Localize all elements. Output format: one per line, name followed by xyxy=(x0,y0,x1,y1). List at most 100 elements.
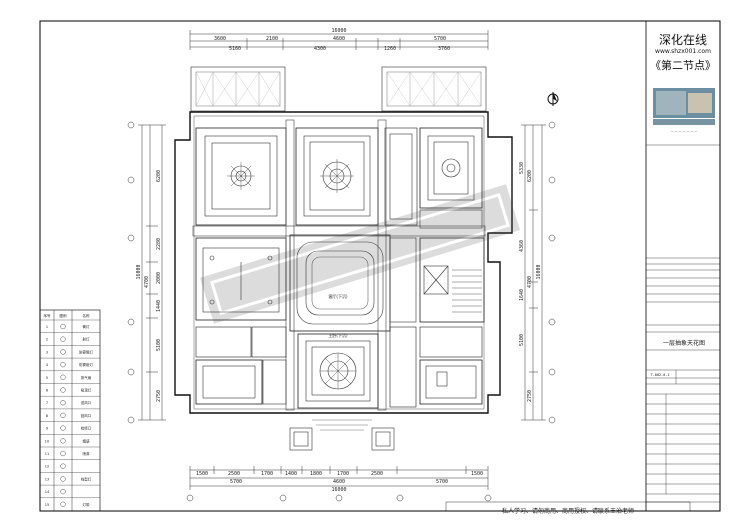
svg-text:16000: 16000 xyxy=(331,487,346,493)
svg-text:5700: 5700 xyxy=(230,479,242,485)
sheet-number: T-002-0-1 xyxy=(651,373,670,377)
svg-text:2750: 2750 xyxy=(527,390,533,402)
legend-row-name: 排气扇 xyxy=(81,375,92,380)
sheet-name: 一层抽象天花图 xyxy=(663,339,705,347)
svg-text:5100: 5100 xyxy=(519,334,525,346)
svg-text:2750: 2750 xyxy=(156,390,162,402)
svg-text:4300: 4300 xyxy=(314,46,326,52)
svg-text:1440: 1440 xyxy=(156,300,162,312)
lower-room-label: 主卧(下沉) xyxy=(328,332,348,338)
legend-row-number: 8 xyxy=(46,414,48,418)
titleblock-notes-1: — — — — — — — xyxy=(671,129,698,133)
svg-text:1400: 1400 xyxy=(285,471,297,477)
legend-symbol-icon xyxy=(60,362,66,368)
svg-text:16000: 16000 xyxy=(136,264,142,279)
legend-row-number: 5 xyxy=(46,376,48,380)
svg-text:5330: 5330 xyxy=(519,162,525,174)
svg-text:1500: 1500 xyxy=(471,471,483,477)
legend-symbol-icon xyxy=(60,387,66,393)
svg-text:1500: 1500 xyxy=(196,471,208,477)
svg-text:1640: 1640 xyxy=(519,289,525,301)
legend-symbol-icon xyxy=(60,425,66,431)
svg-text:3760: 3760 xyxy=(438,46,450,52)
legend-row-number: 14 xyxy=(45,490,50,494)
legend-row-name: 线型灯 xyxy=(81,476,92,481)
svg-text:16000: 16000 xyxy=(331,28,346,34)
brand-url: www.shzx001.com xyxy=(655,48,711,55)
legend-row-number: 4 xyxy=(46,363,49,367)
legend-row-number: 1 xyxy=(46,325,48,329)
svg-text:5700: 5700 xyxy=(434,36,446,42)
svg-text:1800: 1800 xyxy=(310,471,322,477)
legend-row-name: 射灯 xyxy=(83,337,90,342)
top-dimensions: 16000 3600 2100 4600 5700 5160 4300 1260… xyxy=(214,28,450,52)
legend-row-name: 筒灯 xyxy=(83,324,90,329)
legend-symbol-icon xyxy=(60,374,66,380)
legend-row-number: 11 xyxy=(45,452,49,456)
grid-bubbles xyxy=(127,121,556,502)
course-title: 《第二节点》 xyxy=(650,59,716,72)
legend-row-number: 9 xyxy=(46,427,48,431)
svg-text:2500: 2500 xyxy=(371,471,383,477)
svg-text:4700: 4700 xyxy=(527,276,533,288)
legend-symbol-icon xyxy=(60,349,66,355)
right-dimensions: 5330 4360 1640 5100 6200 4700 2750 16000 xyxy=(519,162,542,402)
legend-row-name: 防雾射灯 xyxy=(79,362,93,367)
svg-text:2280: 2280 xyxy=(156,238,162,250)
legend-symbol-icon xyxy=(60,412,66,419)
svg-text:4600: 4600 xyxy=(333,36,345,42)
svg-text:16000: 16000 xyxy=(536,264,542,279)
legend-symbol-icon xyxy=(60,438,66,444)
legend-row-number: 7 xyxy=(46,401,48,405)
legend-symbol-icon xyxy=(60,323,66,330)
legend-symbol-icon xyxy=(60,336,66,342)
svg-text:6200: 6200 xyxy=(156,170,162,182)
svg-text:4360: 4360 xyxy=(519,240,525,252)
svg-text:5100: 5100 xyxy=(156,339,162,351)
legend-row-name: 灯带 xyxy=(83,502,90,507)
legend-symbol-icon xyxy=(60,400,66,406)
legend-row-name: 吸顶灯 xyxy=(81,388,92,393)
svg-text:5160: 5160 xyxy=(229,46,241,52)
left-dimensions: 6200 2280 2000 1440 5100 2750 4700 16000 xyxy=(136,170,162,402)
dimension-lines xyxy=(138,30,546,490)
svg-text:2000: 2000 xyxy=(156,272,162,284)
legend-header-name: 名称 xyxy=(83,313,90,318)
watermark xyxy=(199,184,521,324)
legend-row-name: 检修口 xyxy=(81,426,92,431)
legend-row-name: 送风口 xyxy=(81,400,92,405)
svg-text:2500: 2500 xyxy=(228,471,240,477)
legend-row-number: 13 xyxy=(45,477,49,481)
legend-row-number: 6 xyxy=(46,389,48,393)
north-arrow-icon xyxy=(547,92,559,106)
svg-text:3600: 3600 xyxy=(214,36,226,42)
svg-text:5700: 5700 xyxy=(436,479,448,485)
legend-row-name: 防雾筒灯 xyxy=(79,349,93,354)
legend-row-number: 15 xyxy=(45,503,49,507)
legend-symbol-icon xyxy=(60,450,66,457)
svg-text:4700: 4700 xyxy=(144,276,150,288)
center-room-label: 客厅(下沉) xyxy=(328,293,348,299)
legend-symbol-icon xyxy=(60,489,66,495)
bottom-note: 私人学习、请勿商用、商用授权、请联系王治老师 xyxy=(501,508,634,515)
legend-row-number: 12 xyxy=(45,465,49,469)
svg-text:2100: 2100 xyxy=(266,36,278,42)
legend-row-name: 烟感 xyxy=(83,438,90,443)
svg-text:1700: 1700 xyxy=(261,471,273,477)
legend-header-symbol: 图例 xyxy=(60,313,67,318)
svg-text:6200: 6200 xyxy=(527,170,533,182)
legend-symbol-icon xyxy=(60,476,66,482)
legend-symbol-icon xyxy=(60,463,66,469)
legend-header-no: 序号 xyxy=(44,313,51,318)
legend-row-number: 3 xyxy=(46,350,48,354)
floor-plan xyxy=(174,66,513,451)
legend-row-number: 10 xyxy=(45,439,49,443)
bottom-note-box xyxy=(445,501,691,512)
svg-text:1260: 1260 xyxy=(384,46,396,52)
brand-title: 深化在线 xyxy=(658,33,707,47)
bottom-dimensions: 1500 2500 1700 1400 1800 1700 2500 1500 … xyxy=(196,471,483,493)
legend-symbol-icon xyxy=(60,501,66,507)
titleblock: — — — — — — — xyxy=(646,88,720,503)
